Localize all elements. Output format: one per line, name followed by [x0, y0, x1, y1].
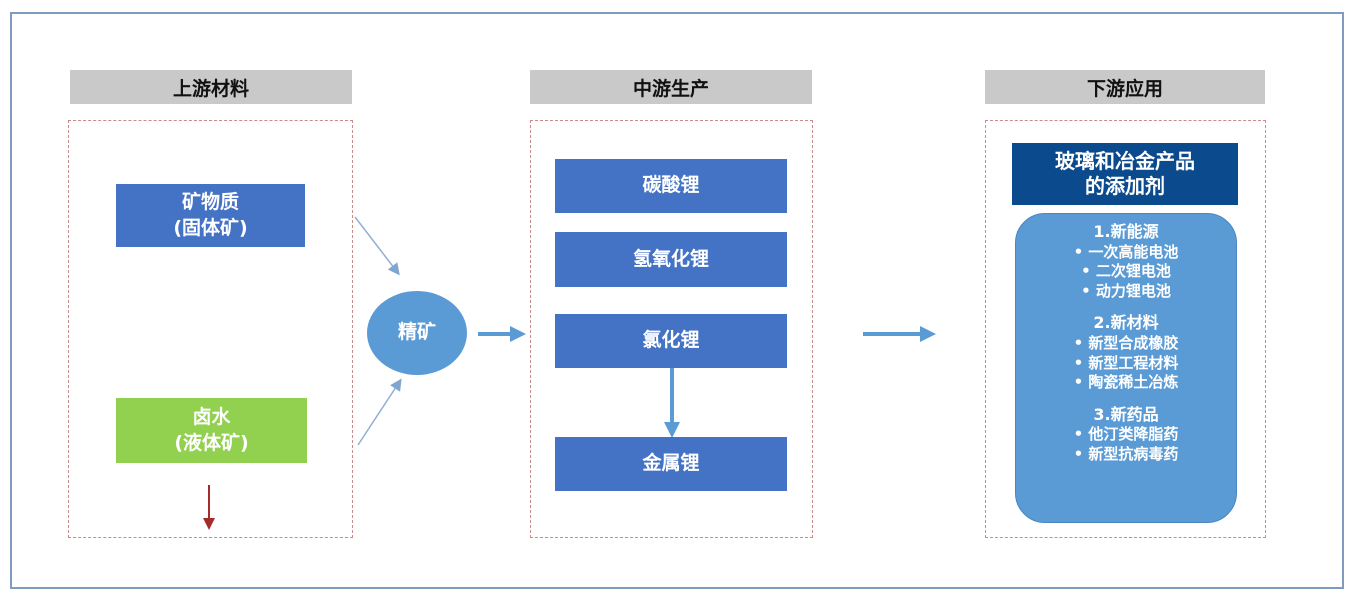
lithium-chloride-box: 氯化锂: [555, 314, 787, 368]
list-item: • 动力锂电池: [1081, 281, 1171, 300]
outer-frame: [10, 12, 1344, 589]
item-label: 碳酸锂: [642, 174, 700, 197]
arrow-brine-to-concentrate: [357, 378, 402, 446]
lithium-hydroxide-box: 氢氧化锂: [555, 232, 787, 287]
list-item: • 新型合成橡胶: [1073, 334, 1179, 353]
item-label: 氢氧化锂: [632, 247, 709, 270]
section-title: 2.新材料: [1093, 313, 1159, 333]
section-title: 3.新药品: [1093, 404, 1159, 424]
list-item: • 二次锂电池: [1081, 262, 1171, 281]
item-label: 金属锂: [642, 452, 700, 475]
additive-title-line1: 玻璃和冶金产品: [1055, 149, 1195, 173]
additive-title-box: 玻璃和冶金产品 的添加剂: [1012, 143, 1238, 205]
brine-label: 卤水: [192, 405, 231, 428]
section-title: 1.新能源: [1093, 222, 1159, 241]
list-item: • 他汀类降脂药: [1073, 425, 1179, 444]
downstream-panel: [985, 120, 1266, 538]
mineral-sublabel: (固体矿): [173, 216, 248, 239]
mineral-box: 矿物质 (固体矿): [116, 184, 305, 247]
brine-sublabel: (液体矿): [174, 431, 249, 454]
applications-box: 1.新能源 • 一次高能电池 • 二次锂电池 • 动力锂电池 2.新材料 • 新…: [1015, 213, 1237, 523]
list-item: • 陶瓷稀土冶炼: [1073, 373, 1179, 392]
list-item: • 新型工程材料: [1073, 353, 1179, 372]
concentrate-label: 精矿: [397, 321, 436, 344]
mineral-label: 矿物质: [181, 190, 239, 213]
item-label: 氯化锂: [642, 329, 700, 352]
midstream-header: 中游生产: [530, 70, 812, 104]
list-item: • 一次高能电池: [1073, 242, 1179, 261]
concentrate-node: 精矿: [367, 291, 467, 375]
lithium-metal-box: 金属锂: [555, 437, 787, 491]
brine-box: 卤水 (液体矿): [116, 398, 307, 463]
upstream-panel: [68, 120, 353, 538]
upstream-header: 上游材料: [70, 70, 352, 104]
downstream-header: 下游应用: [985, 70, 1265, 104]
arrow-mineral-to-concentrate: [354, 216, 400, 276]
list-item: • 新型抗病毒药: [1073, 444, 1179, 463]
additive-title-line2: 的添加剂: [1085, 174, 1165, 198]
lithium-carbonate-box: 碳酸锂: [555, 159, 787, 213]
midstream-panel: [530, 120, 813, 538]
